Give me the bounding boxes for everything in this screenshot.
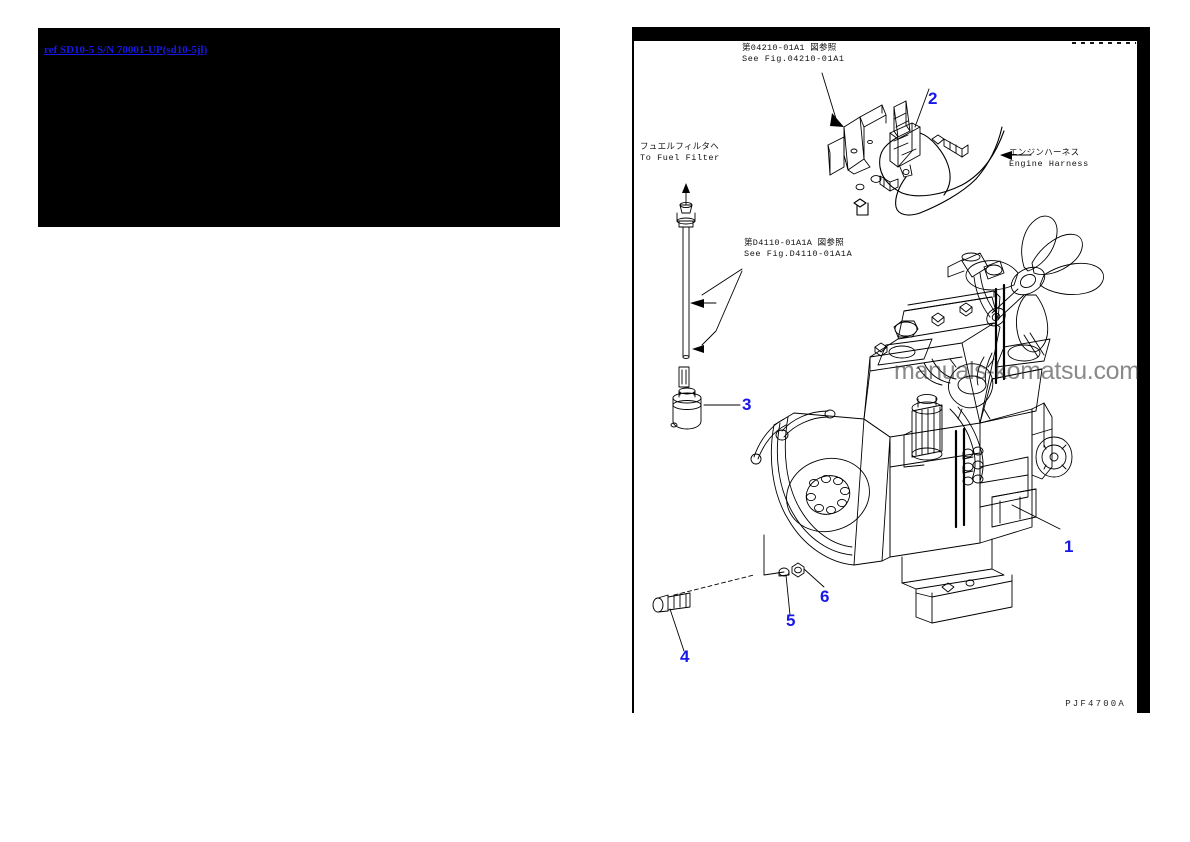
figure-code: PJF4700A <box>1065 699 1126 709</box>
panel-left-border <box>632 41 634 713</box>
leader-line-callout-5 <box>785 574 791 616</box>
panel-top-bar <box>632 27 1150 41</box>
callout-3[interactable]: 3 <box>742 395 752 414</box>
leader-line-callout-2 <box>914 88 930 128</box>
annotation-jp-text: 第D4110-01A1A 図参照 <box>744 238 845 248</box>
relay-box-part-2 <box>889 100 921 178</box>
bolt-group-bracket-2 <box>855 183 865 191</box>
annotation-en-text: Engine Harness <box>1009 159 1089 169</box>
engine-main-body <box>750 283 1073 624</box>
leader-line-bolt-4-to-block <box>673 574 755 596</box>
annotation-en-text: See Fig.D4110-01A1A <box>744 249 853 259</box>
washer-part-5 <box>778 567 790 577</box>
annotation-jp-text: 第04210-01A1 図参照 <box>742 43 837 53</box>
callout-6[interactable]: 6 <box>820 587 830 606</box>
bolt-part-4 <box>652 592 691 613</box>
leader-line-engine-harness <box>1000 151 1032 160</box>
engine-harness-wires <box>853 126 1005 216</box>
leader-line-see-fig-04210 <box>821 72 844 127</box>
bolt-group-top-right <box>931 134 969 158</box>
bolt-group-bracket <box>870 175 899 192</box>
annotation-to-fuel-filter: フュエルフィルタへ To Fuel Filter <box>640 142 720 164</box>
thermostat-housing <box>947 252 989 278</box>
reference-panel: ref SD10-5 S/N 70001-UP(sd10-5jl) <box>38 28 560 227</box>
annotation-en-text: To Fuel Filter <box>640 153 720 163</box>
parts-diagram-panel: 第04210-01A1 図参照 See Fig.04210-01A1 フュエルフ… <box>632 27 1150 713</box>
nut-part-6 <box>791 562 805 578</box>
annotation-see-fig-04210-01A1: 第04210-01A1 図参照 See Fig.04210-01A1 <box>742 43 845 65</box>
panel-top-dashed-rule <box>1072 42 1136 44</box>
annotation-jp-text: エンジンハーネス <box>1009 148 1080 158</box>
annotation-jp-text: フュエルフィルタへ <box>640 142 720 152</box>
fuel-strainer-part-3 <box>670 387 702 430</box>
panel-right-border <box>1137 27 1150 713</box>
callout-5[interactable]: 5 <box>786 611 796 630</box>
callout-2[interactable]: 2 <box>928 89 938 108</box>
callout-1[interactable]: 1 <box>1064 537 1074 556</box>
leader-line-callout-1 <box>1011 504 1061 530</box>
annotation-see-fig-D4110-01A1A: 第D4110-01A1A 図参照 See Fig.D4110-01A1A <box>744 238 852 260</box>
fuel-tube-clip <box>678 366 690 388</box>
leader-line-callout-4 <box>669 608 685 652</box>
cooling-fan <box>965 215 1104 358</box>
bracket-subassembly <box>827 104 887 176</box>
annotation-engine-harness: エンジンハーネス Engine Harness <box>1009 148 1089 170</box>
reference-link[interactable]: ref SD10-5 S/N 70001-UP(sd10-5jl) <box>44 44 208 56</box>
leader-line-callout-6 <box>803 568 825 588</box>
fuel-tube-assembly <box>676 183 696 359</box>
leader-lines-see-fig-D4110 <box>690 268 743 353</box>
leader-line-washer-bracket <box>763 534 785 576</box>
annotation-en-text: See Fig.04210-01A1 <box>742 54 845 64</box>
callout-4[interactable]: 4 <box>680 647 690 666</box>
engine-assembly-drawing <box>652 72 1104 652</box>
